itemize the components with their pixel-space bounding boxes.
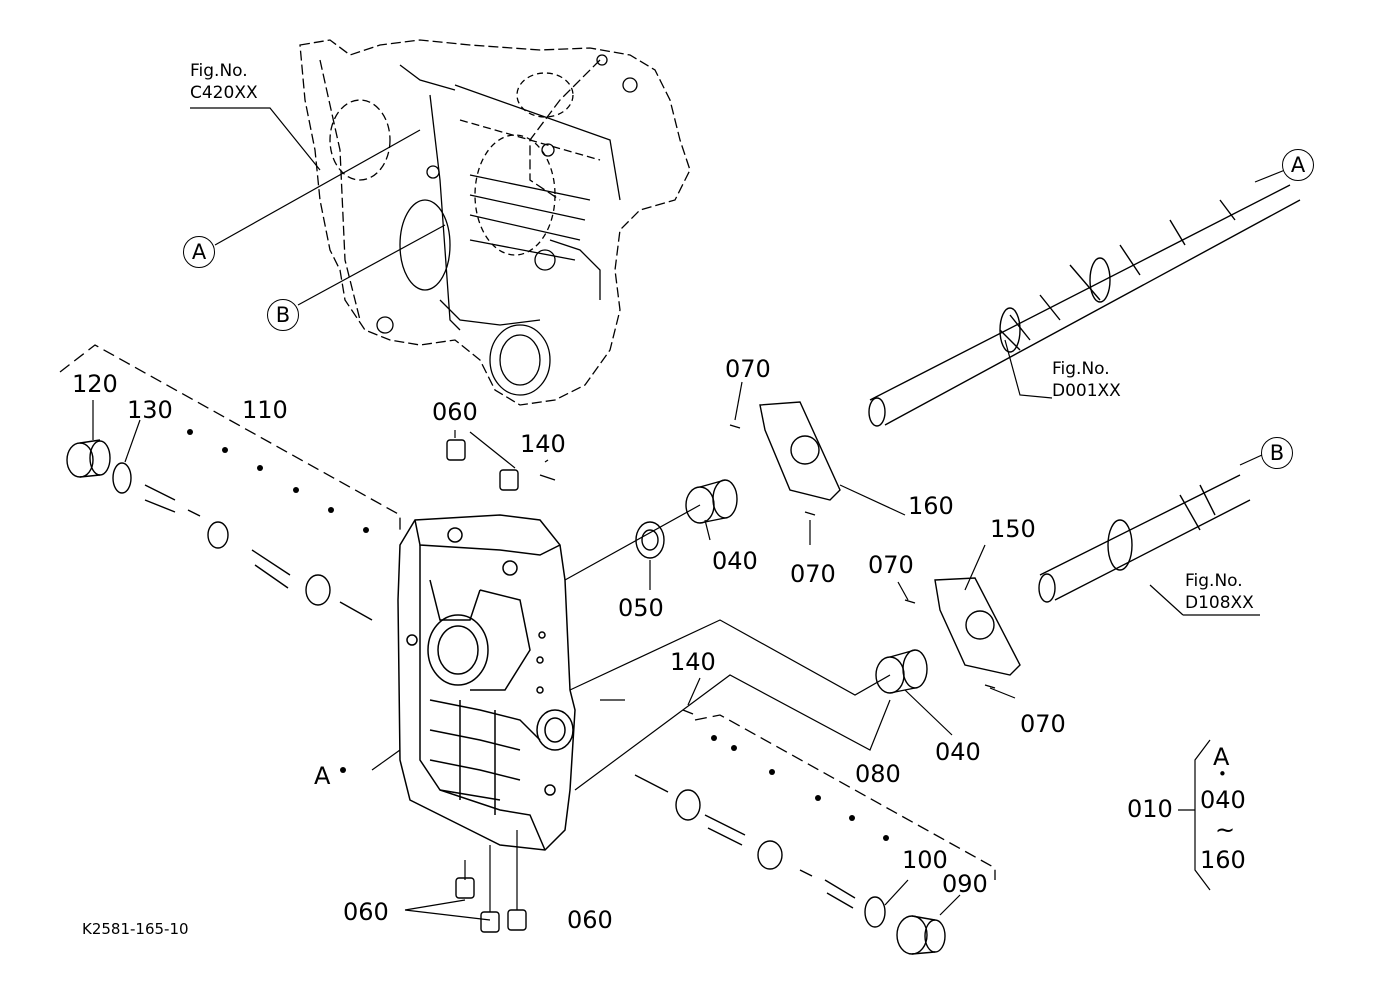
fig-ref-d001-line2: D001XX: [1052, 381, 1121, 401]
fig-ref-d108: Fig.No. D108XX: [1185, 570, 1254, 614]
fig-ref-d001-line1: Fig.No.: [1052, 359, 1110, 379]
assembly-dot: •: [1218, 765, 1227, 783]
plate-160: [759, 401, 841, 501]
label-120: 120: [72, 370, 118, 398]
fig-ref-c420: Fig.No. C420XX: [190, 60, 258, 104]
bearing-040-top: [685, 479, 738, 524]
assembly-number: 010: [1127, 795, 1173, 823]
drawing-id: K2581-165-10: [82, 920, 189, 938]
ref-marker-a-right: A: [1282, 149, 1314, 181]
label-080: 080: [855, 760, 901, 788]
label-100: 100: [902, 846, 948, 874]
group-brackets: [59, 344, 996, 880]
assembly-mid: 040: [1200, 786, 1246, 814]
label-060-top: 060: [432, 398, 478, 426]
leader-lines: [92, 107, 1286, 921]
ref-marker-b-left: B: [267, 299, 299, 331]
label-040-top: 040: [712, 547, 758, 575]
label-070-right: 070: [868, 551, 914, 579]
assembly-to: 160: [1200, 846, 1246, 874]
label-070-top: 070: [725, 355, 771, 383]
bearing-040-bottom: [875, 649, 928, 694]
label-060-left: 060: [343, 898, 389, 926]
valve-body: [397, 514, 576, 851]
label-060-right: 060: [567, 906, 613, 934]
fig-ref-c420-line1: Fig.No.: [190, 61, 248, 81]
label-160: 160: [908, 492, 954, 520]
label-070-bottom: 070: [1020, 710, 1066, 738]
fig-ref-d108-line1: Fig.No.: [1185, 571, 1243, 591]
label-090: 090: [942, 870, 988, 898]
ref-marker-a-left: A: [183, 236, 215, 268]
label-body-a: A: [314, 762, 331, 790]
right-valve-parts: [634, 774, 946, 955]
secondary-shaft: [1038, 474, 1251, 603]
main-shaft: [868, 184, 1301, 427]
label-140-top: 140: [520, 430, 566, 458]
label-050: 050: [618, 594, 664, 622]
fig-ref-d001: Fig.No. D001XX: [1052, 358, 1121, 402]
assembly-tilde: ~: [1215, 816, 1236, 844]
label-110: 110: [242, 396, 288, 424]
fig-ref-d108-line2: D108XX: [1185, 593, 1254, 613]
plate-150: [934, 577, 1021, 676]
transmission-case: [299, 39, 691, 406]
left-valve-parts: [66, 439, 373, 621]
part-dots: [187, 429, 889, 841]
ref-marker-b-right: B: [1261, 437, 1293, 469]
assembly-from: A: [1213, 743, 1230, 771]
plugs-and-pins: [446, 424, 996, 933]
label-140-bottom: 140: [670, 648, 716, 676]
label-150: 150: [990, 515, 1036, 543]
label-130: 130: [127, 396, 173, 424]
fig-ref-c420-line2: C420XX: [190, 83, 258, 103]
label-070-mid: 070: [790, 560, 836, 588]
label-040-bottom: 040: [935, 738, 981, 766]
